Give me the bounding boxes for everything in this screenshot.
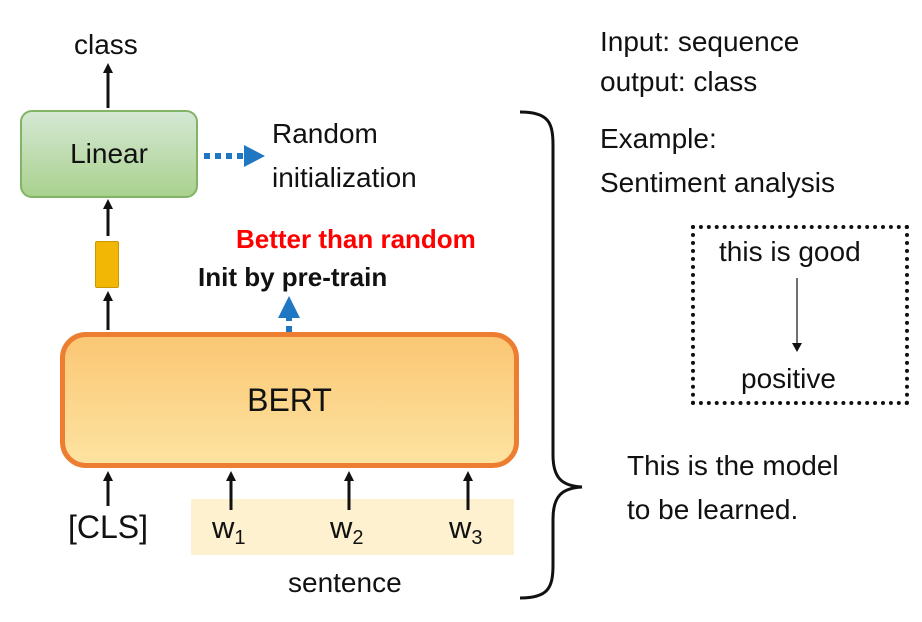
bert-label: BERT <box>247 381 332 418</box>
token-w3-base: w <box>449 510 472 545</box>
curly-brace <box>519 110 583 600</box>
sentence-label: sentence <box>288 567 402 598</box>
model-note-line1: This is the model <box>627 450 839 481</box>
init-by-pretrain-label: Init by pre-train <box>198 262 388 292</box>
example-box <box>691 225 909 405</box>
sentence-band <box>191 499 514 555</box>
token-w3: w3 <box>449 512 483 548</box>
random-init-line2: initialization <box>272 162 417 193</box>
input-note: Input: sequence <box>600 26 800 57</box>
linear-layer-box: Linear <box>20 110 198 198</box>
bert-model-box: BERT <box>60 332 519 468</box>
linear-label: Linear <box>70 138 148 169</box>
dotted-arrow-pretrain-head <box>278 296 300 318</box>
better-than-random-label: Better than random <box>236 224 476 254</box>
example-input-text: this is good <box>719 236 861 267</box>
arrow-example-head <box>792 343 802 352</box>
token-w2-subscript: 2 <box>352 527 364 549</box>
token-w2-base: w <box>330 510 353 545</box>
token-w2: w2 <box>330 512 364 548</box>
example-output-text: positive <box>741 363 836 394</box>
token-w1-subscript: 1 <box>234 527 246 549</box>
example-task: Sentiment analysis <box>600 167 836 198</box>
dotted-arrow-random-init-head <box>244 145 265 167</box>
token-w1-base: w <box>212 510 235 545</box>
token-w3-subscript: 3 <box>471 527 483 549</box>
random-init-line1: Random <box>272 118 378 149</box>
cls-output-vector <box>95 241 119 288</box>
example-heading: Example: <box>600 123 717 154</box>
cls-token: [CLS] <box>68 509 149 545</box>
model-note-line2: to be learned. <box>627 494 799 525</box>
output-class-label: class <box>74 29 138 60</box>
token-w1: w1 <box>212 512 246 548</box>
output-note: output: class <box>600 66 758 97</box>
